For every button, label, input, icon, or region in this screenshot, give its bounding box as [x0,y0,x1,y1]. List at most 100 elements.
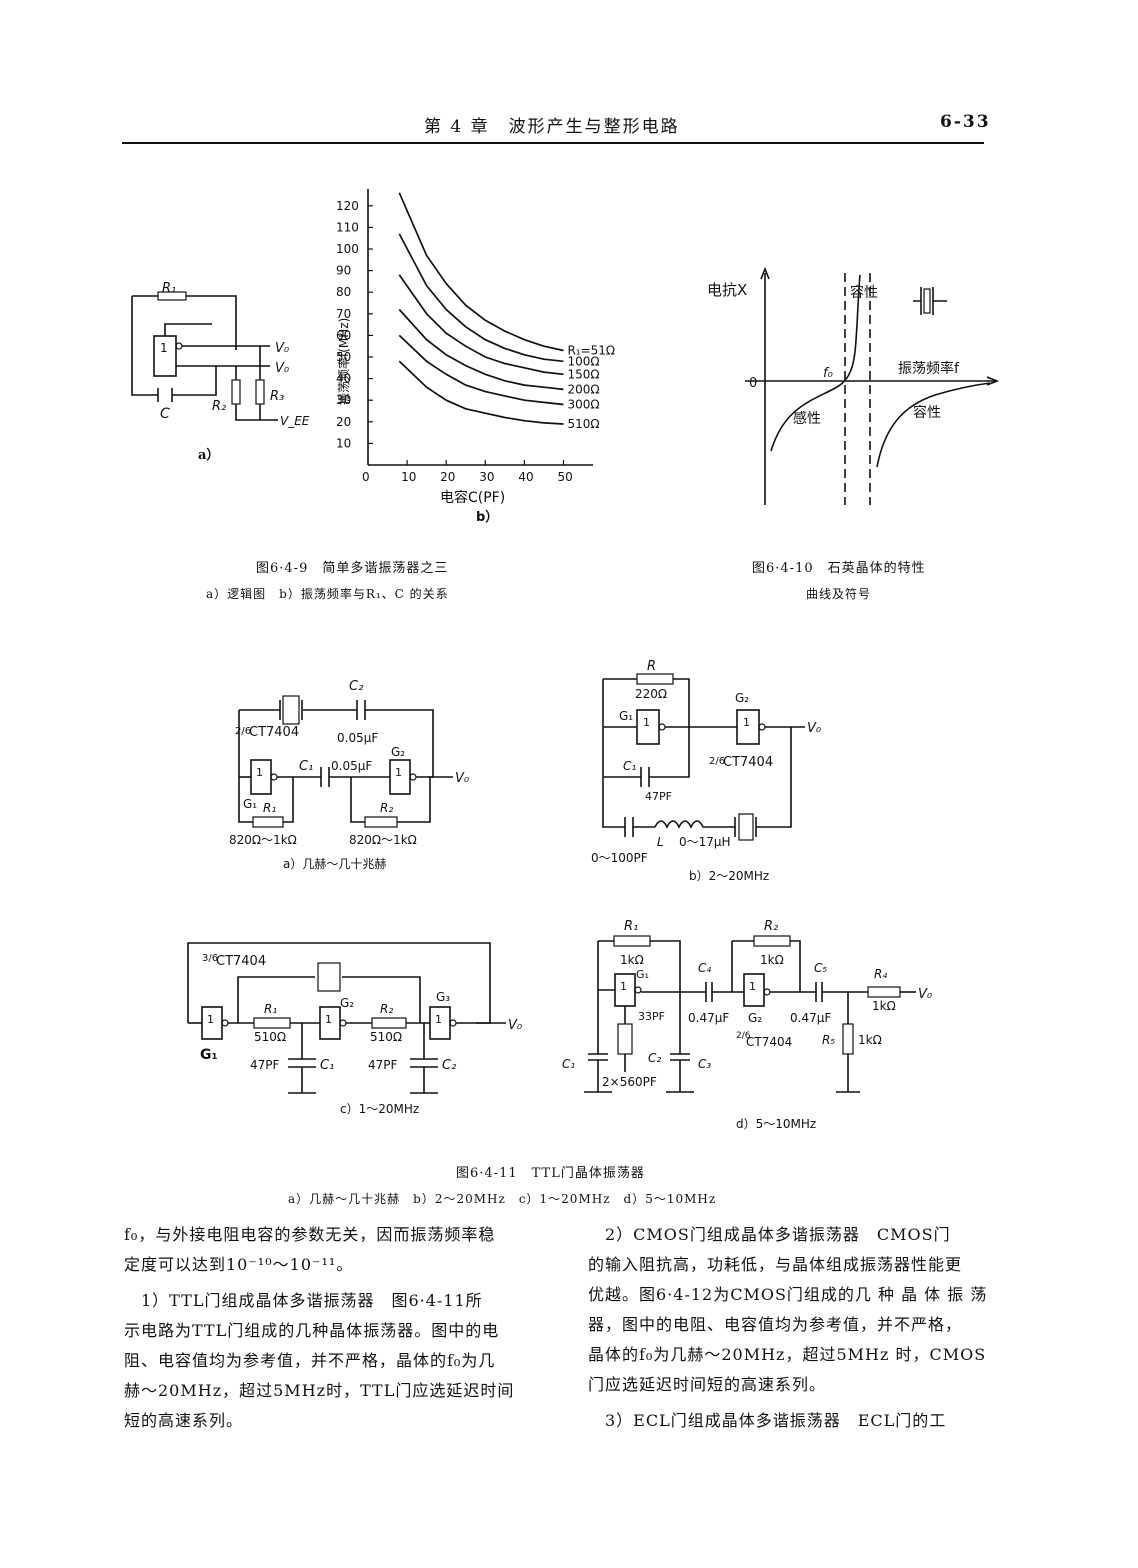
c-vo: V₀ [508,1018,523,1033]
y-tick-label: 60 [336,328,351,342]
b-r: R [647,659,656,674]
c-c1-label: C₁ [320,1058,334,1073]
c-frac: 3/6 [202,953,218,964]
b-frac: 2/6 [709,756,725,767]
c-r2 [371,1017,407,1029]
a-r2-wire [350,777,431,823]
b-lv: 0～17μH [679,835,731,849]
d-ic: CT7404 [746,1035,792,1049]
d-r4-label: R₄ [874,967,887,981]
r3-label: R₃ [270,389,284,404]
d-cv: 2×560PF [602,1075,657,1089]
fig10-capacitive-top: 容性 [850,284,878,301]
body-left-column: f₀，与外接电阻电容的参数无关，因而振荡频率稳 定度可以达到10⁻¹⁰～10⁻¹… [124,1220,564,1436]
y-tick-label: 70 [336,307,351,321]
vee-label: V_EE [280,414,310,428]
a-r1-label: R₁ [263,801,276,815]
d-c2v: 33PF [638,1010,665,1023]
a-g1-bubble [270,773,278,781]
a-g2-bubble [409,773,417,781]
a-crystal [282,695,300,725]
d-r5 [842,1023,854,1055]
b-r-resistor [636,673,674,685]
fig10-x-label: 振荡频率f [898,360,960,377]
series-label-6: 510Ω [567,417,599,431]
body-left-line-4: 示电路为TTL门组成的几种晶体振荡器。图中的电 [124,1321,500,1340]
a-left-loop [238,710,294,823]
body-right-line-5: 晶体的f₀为几赫～20MHz，超过5MHz 时，CMOS [588,1345,987,1364]
y-tick-label: 90 [336,264,351,278]
header-rule [122,142,984,144]
fig10-capacitive-bottom: 容性 [913,404,941,421]
series-line-2 [398,233,564,363]
x-tick-label: 10 [401,470,416,484]
d-c4v: 0.47μF [688,1011,729,1025]
wire-top [132,295,237,350]
r1-label: R₁ [162,281,176,296]
d-g1-label: G₁ [636,968,649,981]
d-r4 [867,986,901,998]
b-g2-label: G₂ [735,691,749,705]
b-ic: CT7404 [723,755,773,770]
d-frac: 2/6 [736,1031,751,1041]
x-tick-label: 50 [557,470,572,484]
body-left-line-7: 短的高速系列。 [124,1411,244,1430]
body-left-line-2: 定度可以达到10⁻¹⁰～10⁻¹¹。 [124,1255,354,1274]
b-vo: V₀ [807,721,822,736]
b-c1-plates [640,767,650,787]
d-vo: V₀ [918,987,933,1002]
fig11-caption-title: 图6·4-11 TTL门晶体振荡器 [456,1166,645,1181]
x-tick-label: 0 [362,470,370,484]
body-right-line-2: 的输入阻抗高，功耗低，与晶体组成振荡器性能更 [588,1255,963,1274]
fig9-caption-sub: a）逻辑图 b）振荡频率与R₁、C 的关系 [206,587,449,601]
d-c5v: 0.47μF [790,1011,831,1025]
d-r5-wire [836,992,860,1093]
d-c4-plates [705,982,713,1002]
series-line-4 [398,308,564,391]
a-g1-one: 1 [256,766,263,779]
c-r1v: 510Ω [254,1030,286,1044]
body-left-line-6: 赫～20MHz，超过5MHz时，TTL门应选延迟时间 [124,1381,515,1400]
chapter-header: 第 4 章 波形产生与整形电路 [424,117,680,137]
a-sub: a）几赫～几十兆赫 [283,857,386,871]
y-tick-label: 50 [336,350,351,364]
d-c5-label: C₅ [814,961,827,975]
a-r1v: 820Ω～1kΩ [229,833,297,847]
x-axis-label: 电容C(PF) [440,489,505,506]
fig11d-circuit: R₁ 1kΩ 1 G₁ C₄ 0.47μF R₂ 1kΩ 1 G₂ C₅ 0.4… [562,919,933,1131]
fig11-caption-sub: a）几赫～几十兆赫 b）2～20MHz c）1～20MHz d）5～10MHz [288,1192,717,1206]
y-tick-label: 30 [336,393,351,407]
fig10-caption-title: 图6·4-10 石英晶体的特性 [752,561,926,576]
c-c2-label: C₂ [442,1058,456,1073]
d-c4-label: C₄ [698,961,711,975]
d-c3-label: C₃ [698,1057,711,1071]
c-r2v: 510Ω [370,1030,402,1044]
page-number: 6-33 [940,112,991,132]
d-crystal [617,1023,633,1055]
x-tick-label: 30 [479,470,494,484]
a-g2-label: G₂ [391,745,405,759]
c-g1-one: 1 [207,1013,214,1026]
body-right-line-7: 3）ECL门组成晶体多谐振荡器 ECL门的工 [588,1411,947,1430]
d-c1-label: C₁ [562,1057,575,1071]
d-g2-bubble [763,988,771,996]
c-crystal-wire [237,976,421,1023]
d-sub: d）5～10MHz [736,1117,816,1131]
fig10-zero: 0 [749,376,757,391]
c-crystal [317,962,341,992]
body-right-column: 2）CMOS门组成晶体多谐振荡器 CMOS门 的输入阻抗高，功耗低，与晶体组成振… [588,1220,1018,1436]
a-plates [279,700,366,720]
a-vo: V₀ [455,771,470,786]
c-ic: CT7404 [216,954,266,969]
fig10-inductive: 感性 [793,410,821,427]
vo1-label: V₀ [275,341,290,356]
b-sub: b）2～20MHz [689,869,769,883]
gate-bubble [175,342,183,350]
d-c2-label: C₂ [648,1051,661,1065]
y-axis-label: 振荡频率f(MHz) [336,318,351,405]
d-g2-label: G₂ [748,1011,762,1025]
x-arrow [986,376,1000,386]
a-r2 [364,816,398,828]
series-line-5 [398,334,564,406]
